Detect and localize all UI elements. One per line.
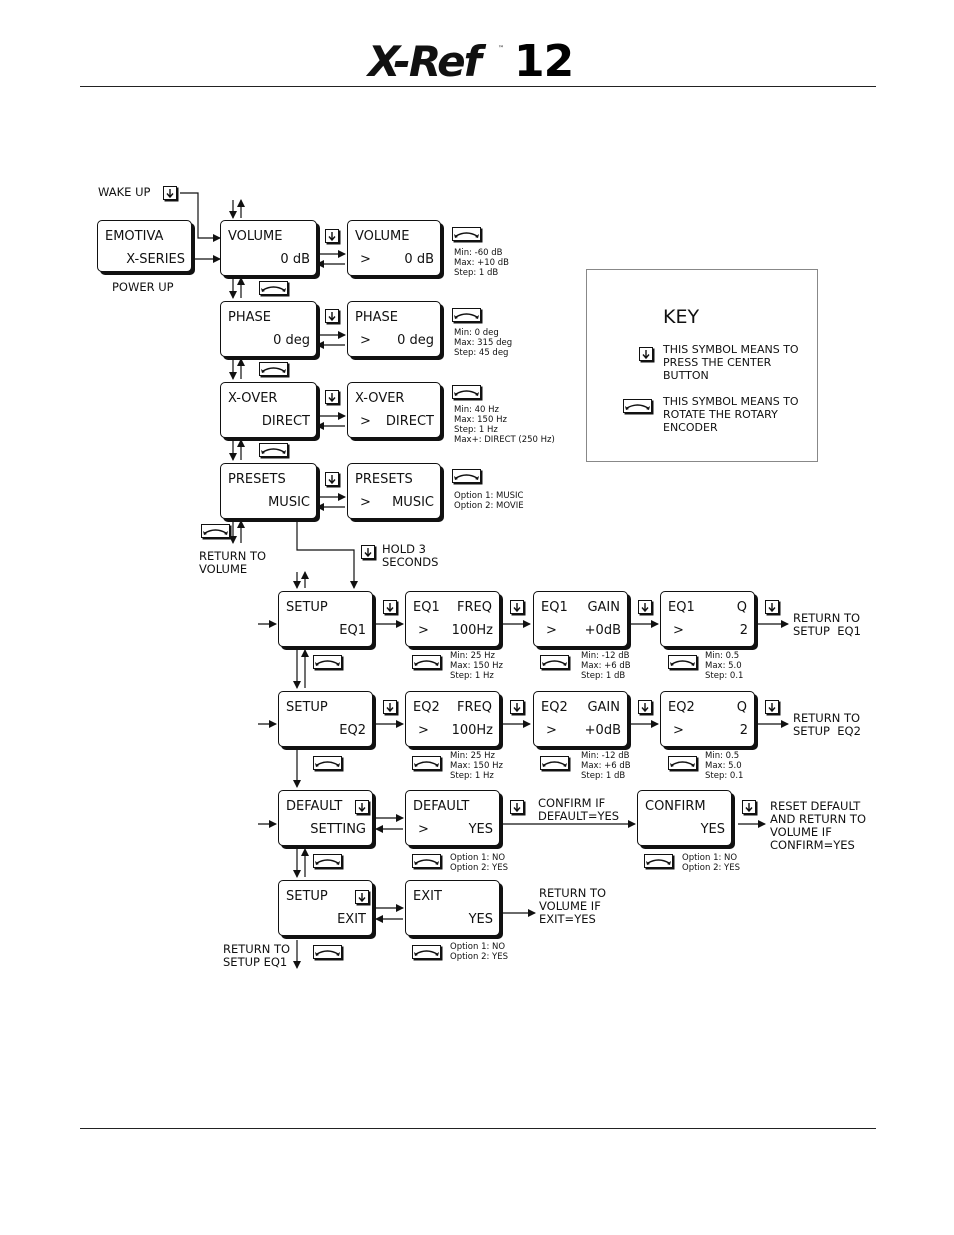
rotary-encoder-icon [412,655,441,669]
eq1-gain-range: Min: -12 dB Max: +6 dB Step: 1 dB [581,651,631,681]
rotary-encoder-icon [644,854,673,868]
press-button-icon [355,890,369,904]
press-button-icon [765,600,779,614]
return-setup-eq2-label: RETURN TO SETUP EQ2 [793,711,861,738]
volume-range: Min: -60 dB Max: +10 dB Step: 1 dB [454,248,510,278]
rotary-encoder-icon [668,655,697,669]
press-button-icon [355,800,369,814]
press-button-icon [383,700,397,714]
presets-edit-box: PRESETS>MUSIC [347,463,441,519]
return-volume-exit-label: RETURN TO VOLUME IF EXIT=YES [539,886,607,926]
rotary-encoder-icon [412,854,441,868]
press-button-icon [325,229,339,243]
rotary-encoder-icon [313,756,342,770]
key-panel: KEY THIS SYMBOL MEANS TO PRESS THE CENTE… [586,269,818,462]
press-button-icon [325,390,339,404]
rotary-encoder-icon [452,469,481,483]
presets-range: Option 1: MUSIC Option 2: MOVIE [454,491,524,511]
rotary-encoder-icon [540,756,569,770]
xover-edit-box: X-OVER>DIRECT [347,382,441,438]
power-up-label: POWER UP [112,280,174,294]
key-press-text: THIS SYMBOL MEANS TO PRESS THE CENTER BU… [663,343,799,382]
logo-number: 12 [514,36,573,87]
rotary-encoder-icon [259,281,288,295]
press-button-icon [510,800,524,814]
rotary-encoder-icon [313,655,342,669]
phase-range: Min: 0 deg Max: 315 deg Step: 45 deg [454,328,513,358]
rotary-encoder-icon [668,756,697,770]
volume-edit-box: VOLUME>0 dB [347,220,441,276]
rotary-encoder-icon [540,655,569,669]
eq1-freq-range: Min: 25 Hz Max: 150 Hz Step: 1 Hz [450,651,503,681]
press-button-icon [510,600,524,614]
rotary-encoder-icon [412,945,441,959]
rotary-encoder-icon [452,308,481,322]
eq1-q-range: Min: 0.5 Max: 5.0 Step: 0.1 [705,651,744,681]
eq2-q-range: Min: 0.5 Max: 5.0 Step: 0.1 [705,751,744,781]
press-button-icon [163,186,177,200]
exit-options: Option 1: NO Option 2: YES [450,942,509,962]
default-options: Option 1: NO Option 2: YES [450,853,509,873]
xover-range: Min: 40 Hz Max: 150 Hz Step: 1 Hz Max+: … [454,405,555,445]
press-button-icon [639,347,653,361]
press-button-icon [383,600,397,614]
rotary-encoder-icon [452,227,481,241]
key-rotate-text: THIS SYMBOL MEANS TO ROTATE THE ROTARY E… [663,395,799,434]
press-button-icon [765,700,779,714]
press-button-icon [361,545,375,559]
press-button-icon [638,700,652,714]
logo-text: X-Ref [365,37,487,86]
rotary-encoder-icon [201,524,230,538]
rotary-encoder-icon [259,362,288,376]
xref12-logo: X-Ref ™ 12 [365,36,590,87]
return-setup-eq1-bottom-label: RETURN TO SETUP EQ1 [223,942,291,969]
eq2-freq-range: Min: 25 Hz Max: 150 Hz Step: 1 Hz [450,751,503,781]
press-button-icon [510,700,524,714]
footer-rule [80,1128,876,1129]
rotary-encoder-icon [313,945,342,959]
logo-tm: ™ [498,45,504,52]
rotary-encoder-icon [313,854,342,868]
wake-up-label: WAKE UP [98,185,151,199]
press-button-icon [325,309,339,323]
press-button-icon [325,472,339,486]
press-button-icon [742,800,756,814]
header-rule [80,86,876,87]
rotary-encoder-icon [452,385,481,399]
confirm-if-label: CONFIRM IF DEFAULT=YES [538,796,620,823]
rotary-encoder-icon [412,756,441,770]
default-edit-box: DEFAULT>YES [405,790,500,846]
key-title: KEY [663,306,700,328]
reset-default-label: RESET DEFAULT AND RETURN TO VOLUME IF CO… [770,799,867,852]
eq2-gain-range: Min: -12 dB Max: +6 dB Step: 1 dB [581,751,631,781]
return-volume-label: RETURN TO VOLUME [199,549,267,576]
rotary-encoder-icon [623,399,652,413]
rotary-encoder-icon [259,443,288,457]
confirm-options: Option 1: NO Option 2: YES [682,853,741,873]
phase-edit-box: PHASE>0 deg [347,301,441,357]
hold-label: HOLD 3 SECONDS [382,542,439,569]
return-setup-eq1-label: RETURN TO SETUP EQ1 [793,611,861,638]
press-button-icon [638,600,652,614]
